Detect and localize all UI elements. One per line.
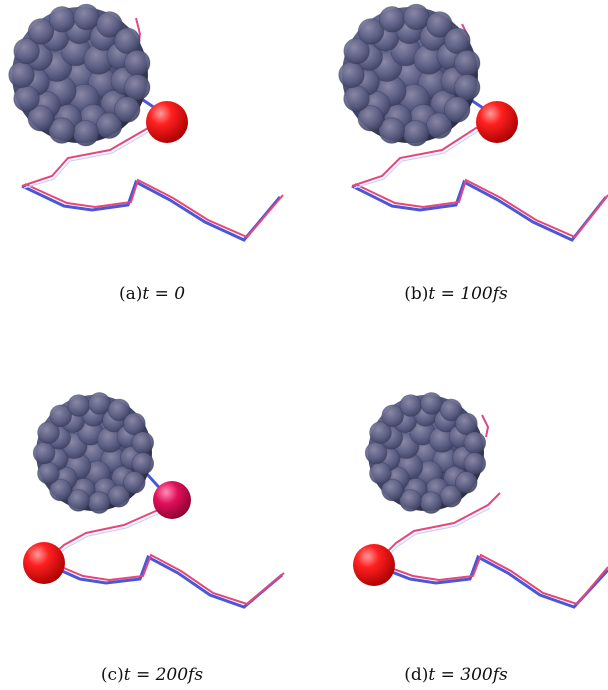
cage-bump	[131, 452, 155, 475]
panel-b: (b)t = 100fs	[304, 0, 608, 345]
caption-a: (a)t = 0	[0, 284, 304, 304]
cage-bump	[95, 112, 123, 139]
cage-bump	[37, 461, 60, 485]
cage-bump	[364, 441, 388, 465]
cage-bump	[419, 491, 443, 514]
cage-bump	[357, 18, 385, 45]
caption-time: t = 200fs	[123, 665, 204, 685]
panel-d: (d)t = 300fs	[304, 345, 608, 690]
cage-bump	[67, 394, 90, 417]
magenta-atom	[153, 481, 191, 519]
panel-c: (c)t = 200fs	[0, 345, 304, 690]
caption-d: (d)t = 300fs	[304, 665, 608, 685]
caption-label: (a)	[118, 284, 143, 304]
caption-time: t = 0	[142, 284, 186, 304]
cage-bump	[27, 105, 54, 132]
caption-label: (b)	[404, 284, 429, 304]
cage-bump	[381, 478, 404, 502]
fullerene-chain	[373, 414, 608, 609]
fullerene-cage	[8, 3, 151, 147]
cage-bump	[443, 96, 471, 123]
caption-label: (d)	[404, 665, 429, 685]
fullerene-cage	[338, 3, 481, 147]
cage-bump	[420, 392, 443, 415]
cage-bump	[343, 85, 370, 112]
molecule-scene-a	[8, 3, 284, 242]
caption-c: (c)t = 200fs	[0, 665, 304, 685]
caption-label: (c)	[100, 665, 124, 685]
cage-bump	[96, 11, 123, 38]
cage-bump	[114, 27, 141, 55]
cage-bump	[455, 471, 478, 494]
cage-bump	[32, 441, 56, 465]
molecule-scene-b	[338, 3, 608, 242]
cage-bump	[338, 61, 365, 89]
cage-bump	[403, 3, 430, 31]
cage-bump	[369, 461, 392, 485]
molecule-scene-c	[23, 392, 285, 609]
molecule-scene-d	[353, 392, 608, 609]
cage-bump	[48, 6, 76, 33]
cage-bump	[87, 491, 111, 514]
cage-bump	[426, 11, 453, 38]
cage-bump	[402, 119, 430, 147]
cage-bump	[73, 3, 100, 31]
cage-bump	[399, 489, 422, 512]
cage-bump	[343, 37, 370, 65]
cage-bump	[399, 394, 422, 417]
caption-time: t = 300fs	[428, 665, 508, 685]
cage-bump	[123, 412, 146, 436]
cage-bump	[455, 412, 478, 436]
cage-bump	[378, 6, 406, 33]
cage-bump	[113, 96, 141, 123]
cage-bump	[131, 431, 155, 455]
cage-bump	[107, 398, 131, 422]
cage-bump	[378, 117, 406, 144]
cage-bump	[123, 471, 146, 494]
cage-bump	[357, 105, 384, 132]
cage-bump	[67, 489, 90, 512]
cage-bump	[123, 74, 151, 101]
cage-bump	[453, 49, 481, 77]
fullerene-cage	[32, 392, 155, 514]
cage-bump	[439, 398, 463, 422]
cage-bump	[72, 119, 100, 147]
cage-bump	[425, 112, 453, 139]
cage-bump	[48, 117, 76, 144]
cage-bump	[37, 421, 60, 444]
cage-bump	[88, 392, 111, 415]
fullerene-cage	[364, 392, 487, 514]
red-atom	[353, 544, 395, 586]
red-atom	[146, 101, 188, 143]
cage-bump	[123, 49, 151, 77]
caption-b: (b)t = 100fs	[304, 284, 608, 304]
red-atom	[476, 101, 518, 143]
cage-bump	[453, 74, 481, 101]
cage-bump	[463, 431, 487, 455]
cage-bump	[381, 404, 404, 428]
caption-time: t = 100fs	[428, 284, 508, 304]
cage-bump	[444, 27, 471, 55]
cage-bump	[13, 85, 40, 112]
cage-bump	[13, 37, 40, 65]
panel-a: (a)t = 0	[0, 0, 304, 345]
cage-bump	[27, 18, 55, 45]
red-atom	[23, 542, 65, 584]
cage-bump	[369, 421, 392, 444]
cage-bump	[49, 404, 73, 428]
cage-bump	[463, 452, 487, 475]
cage-bump	[8, 61, 35, 89]
cage-bump	[49, 478, 72, 502]
